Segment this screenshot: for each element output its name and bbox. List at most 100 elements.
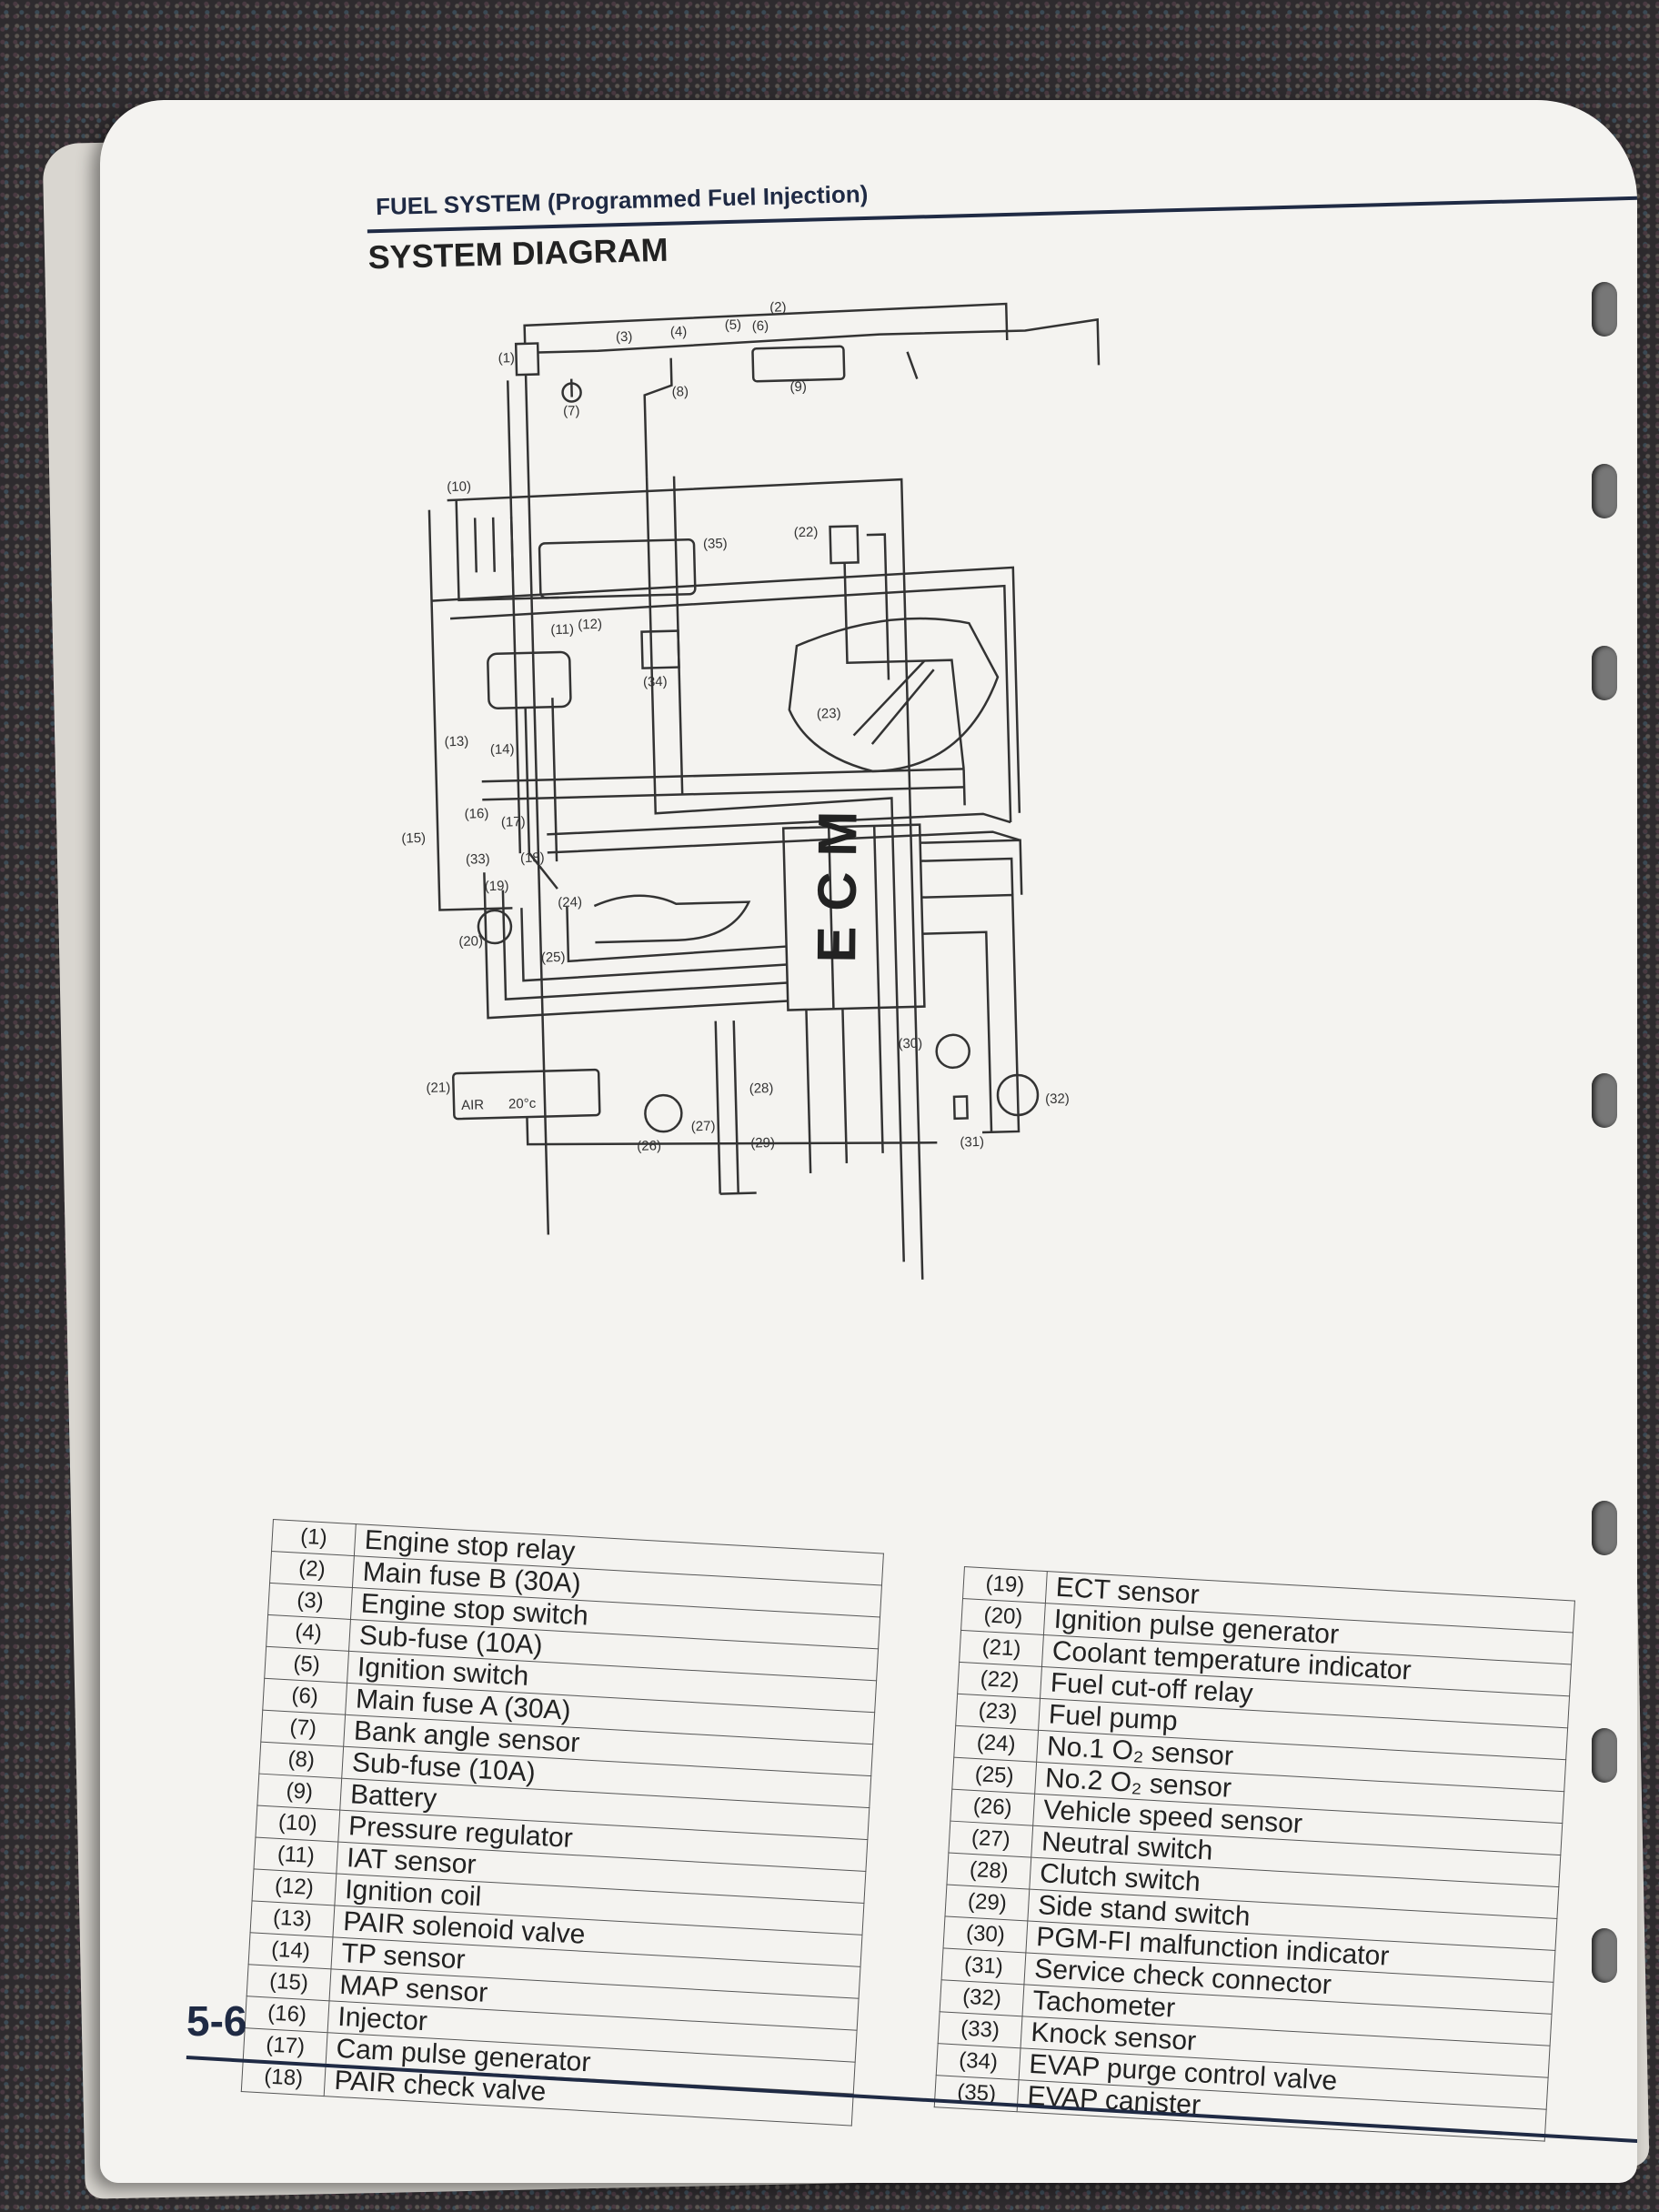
callout-22: (22) — [793, 525, 818, 541]
callout-21: (21) — [426, 1080, 450, 1096]
part-number: (1) — [271, 1519, 357, 1556]
callout-34: (34) — [643, 674, 668, 690]
callout-30: (30) — [898, 1036, 922, 1052]
indicator-air-label: AIR — [461, 1097, 485, 1113]
part-number: (11) — [253, 1836, 338, 1875]
ecm-label: E C M — [806, 810, 868, 962]
callout-8: (8) — [671, 384, 689, 399]
callout-33: (33) — [466, 851, 490, 868]
callout-10: (10) — [447, 478, 471, 495]
purge-valve-symbol — [640, 629, 680, 669]
part-number: (31) — [941, 1947, 1026, 1985]
parts-table-right: (19)ECT sensor(20)Ignition pulse generat… — [934, 1566, 1575, 2142]
callout-17: (17) — [501, 814, 526, 830]
page-number: 5-6 — [186, 1997, 247, 2045]
part-number: (33) — [938, 2011, 1022, 2048]
page-content: FUEL SYSTEM (Programmed Fuel Injection) … — [100, 100, 1637, 2182]
part-number: (28) — [946, 1853, 1031, 1890]
part-number: (29) — [944, 1884, 1030, 1922]
callout-35: (35) — [703, 536, 728, 552]
callout-24: (24) — [558, 894, 582, 910]
callout-6: (6) — [752, 318, 769, 334]
bank-angle-sensor-symbol — [561, 382, 582, 403]
callout-1: (1) — [498, 350, 515, 366]
part-number: (32) — [940, 1979, 1024, 2016]
callout-7: (7) — [563, 403, 580, 418]
manual-page: FUEL SYSTEM (Programmed Fuel Injection) … — [100, 100, 1637, 2183]
callout-4: (4) — [670, 324, 688, 339]
callout-18: (18) — [520, 850, 545, 866]
part-number: (13) — [250, 1900, 335, 1937]
tachometer-symbol — [996, 1073, 1040, 1117]
part-number: (14) — [248, 1932, 333, 1969]
callout-32: (32) — [1045, 1091, 1070, 1107]
binder-hole — [1592, 464, 1617, 518]
part-number: (3) — [267, 1583, 353, 1620]
system-diagram: E C M AIR 20°c (1) (2) (3) (4) (5) (6) (… — [401, 299, 1101, 1280]
part-number: (30) — [943, 1915, 1028, 1953]
binder-hole — [1592, 1728, 1617, 1783]
diagram-callouts: (1) (2) (3) (4) (5) (6) (7) (8) (9) (10)… — [401, 299, 1070, 1154]
part-number: (15) — [246, 1964, 331, 2001]
part-number: (2) — [269, 1551, 355, 1588]
fuel-cut-off-relay-symbol — [829, 525, 860, 565]
part-number: (25) — [951, 1757, 1037, 1795]
callout-15: (15) — [401, 830, 426, 847]
evap-canister-symbol — [538, 538, 697, 599]
malfunction-indicator-symbol — [935, 1033, 970, 1070]
callout-13: (13) — [444, 734, 468, 750]
fuel-tank-outline — [788, 617, 1000, 773]
callout-28: (28) — [749, 1081, 773, 1097]
part-number: (22) — [957, 1662, 1042, 1699]
part-number: (21) — [959, 1630, 1044, 1667]
part-number: (12) — [252, 1868, 337, 1905]
callout-31: (31) — [960, 1134, 984, 1151]
callout-12: (12) — [578, 617, 602, 633]
part-number: (8) — [258, 1742, 344, 1779]
indicator-temp-reading: 20°c — [508, 1096, 537, 1112]
part-number: (24) — [953, 1725, 1039, 1763]
callout-9: (9) — [789, 379, 807, 395]
callout-19: (19) — [485, 879, 509, 895]
callout-2: (2) — [769, 299, 787, 315]
callout-14: (14) — [490, 741, 515, 758]
parts-list: (1)Engine stop relay(2)Main fuse B (30A)… — [241, 1519, 1601, 2156]
part-number: (9) — [256, 1774, 342, 1811]
part-number: (16) — [245, 1996, 330, 2033]
battery-symbol — [751, 345, 846, 383]
callout-20: (20) — [458, 933, 483, 950]
part-number: (10) — [255, 1805, 340, 1843]
callout-29: (29) — [750, 1135, 775, 1151]
callout-11: (11) — [550, 622, 574, 638]
part-number: (26) — [950, 1789, 1035, 1826]
callout-25: (25) — [541, 950, 566, 966]
binder-hole — [1592, 1928, 1617, 1983]
binder-hole — [1592, 1073, 1617, 1128]
binder-hole — [1592, 646, 1617, 700]
part-number: (23) — [955, 1694, 1041, 1731]
ecm-box-outline — [781, 823, 926, 1011]
part-number: (5) — [264, 1646, 349, 1684]
binder-hole — [1592, 282, 1617, 337]
callout-16: (16) — [464, 806, 488, 822]
callout-3: (3) — [616, 329, 633, 345]
part-number: (4) — [266, 1614, 351, 1652]
part-number: (6) — [262, 1678, 347, 1715]
callout-26: (26) — [637, 1138, 661, 1154]
throttle-body — [487, 650, 572, 710]
parts-table-left: (1)Engine stop relay(2)Main fuse B (30A)… — [241, 1519, 884, 2127]
part-number: (27) — [948, 1821, 1033, 1858]
part-number: (20) — [960, 1598, 1046, 1635]
callout-5: (5) — [724, 317, 741, 333]
callout-23: (23) — [817, 706, 841, 722]
part-number: (19) — [962, 1566, 1048, 1604]
section-heading: FUEL SYSTEM (Programmed Fuel Injection) — [375, 179, 869, 221]
part-number: (34) — [936, 2043, 1021, 2080]
engine-stop-relay-symbol — [514, 342, 540, 377]
binder-hole — [1592, 1501, 1617, 1555]
part-number: (7) — [260, 1710, 346, 1747]
ignition-pulse-generator-symbol — [477, 909, 513, 945]
vehicle-speed-sensor-symbol — [644, 1093, 683, 1133]
service-connector-symbol — [952, 1095, 969, 1121]
callout-27: (27) — [691, 1119, 716, 1135]
